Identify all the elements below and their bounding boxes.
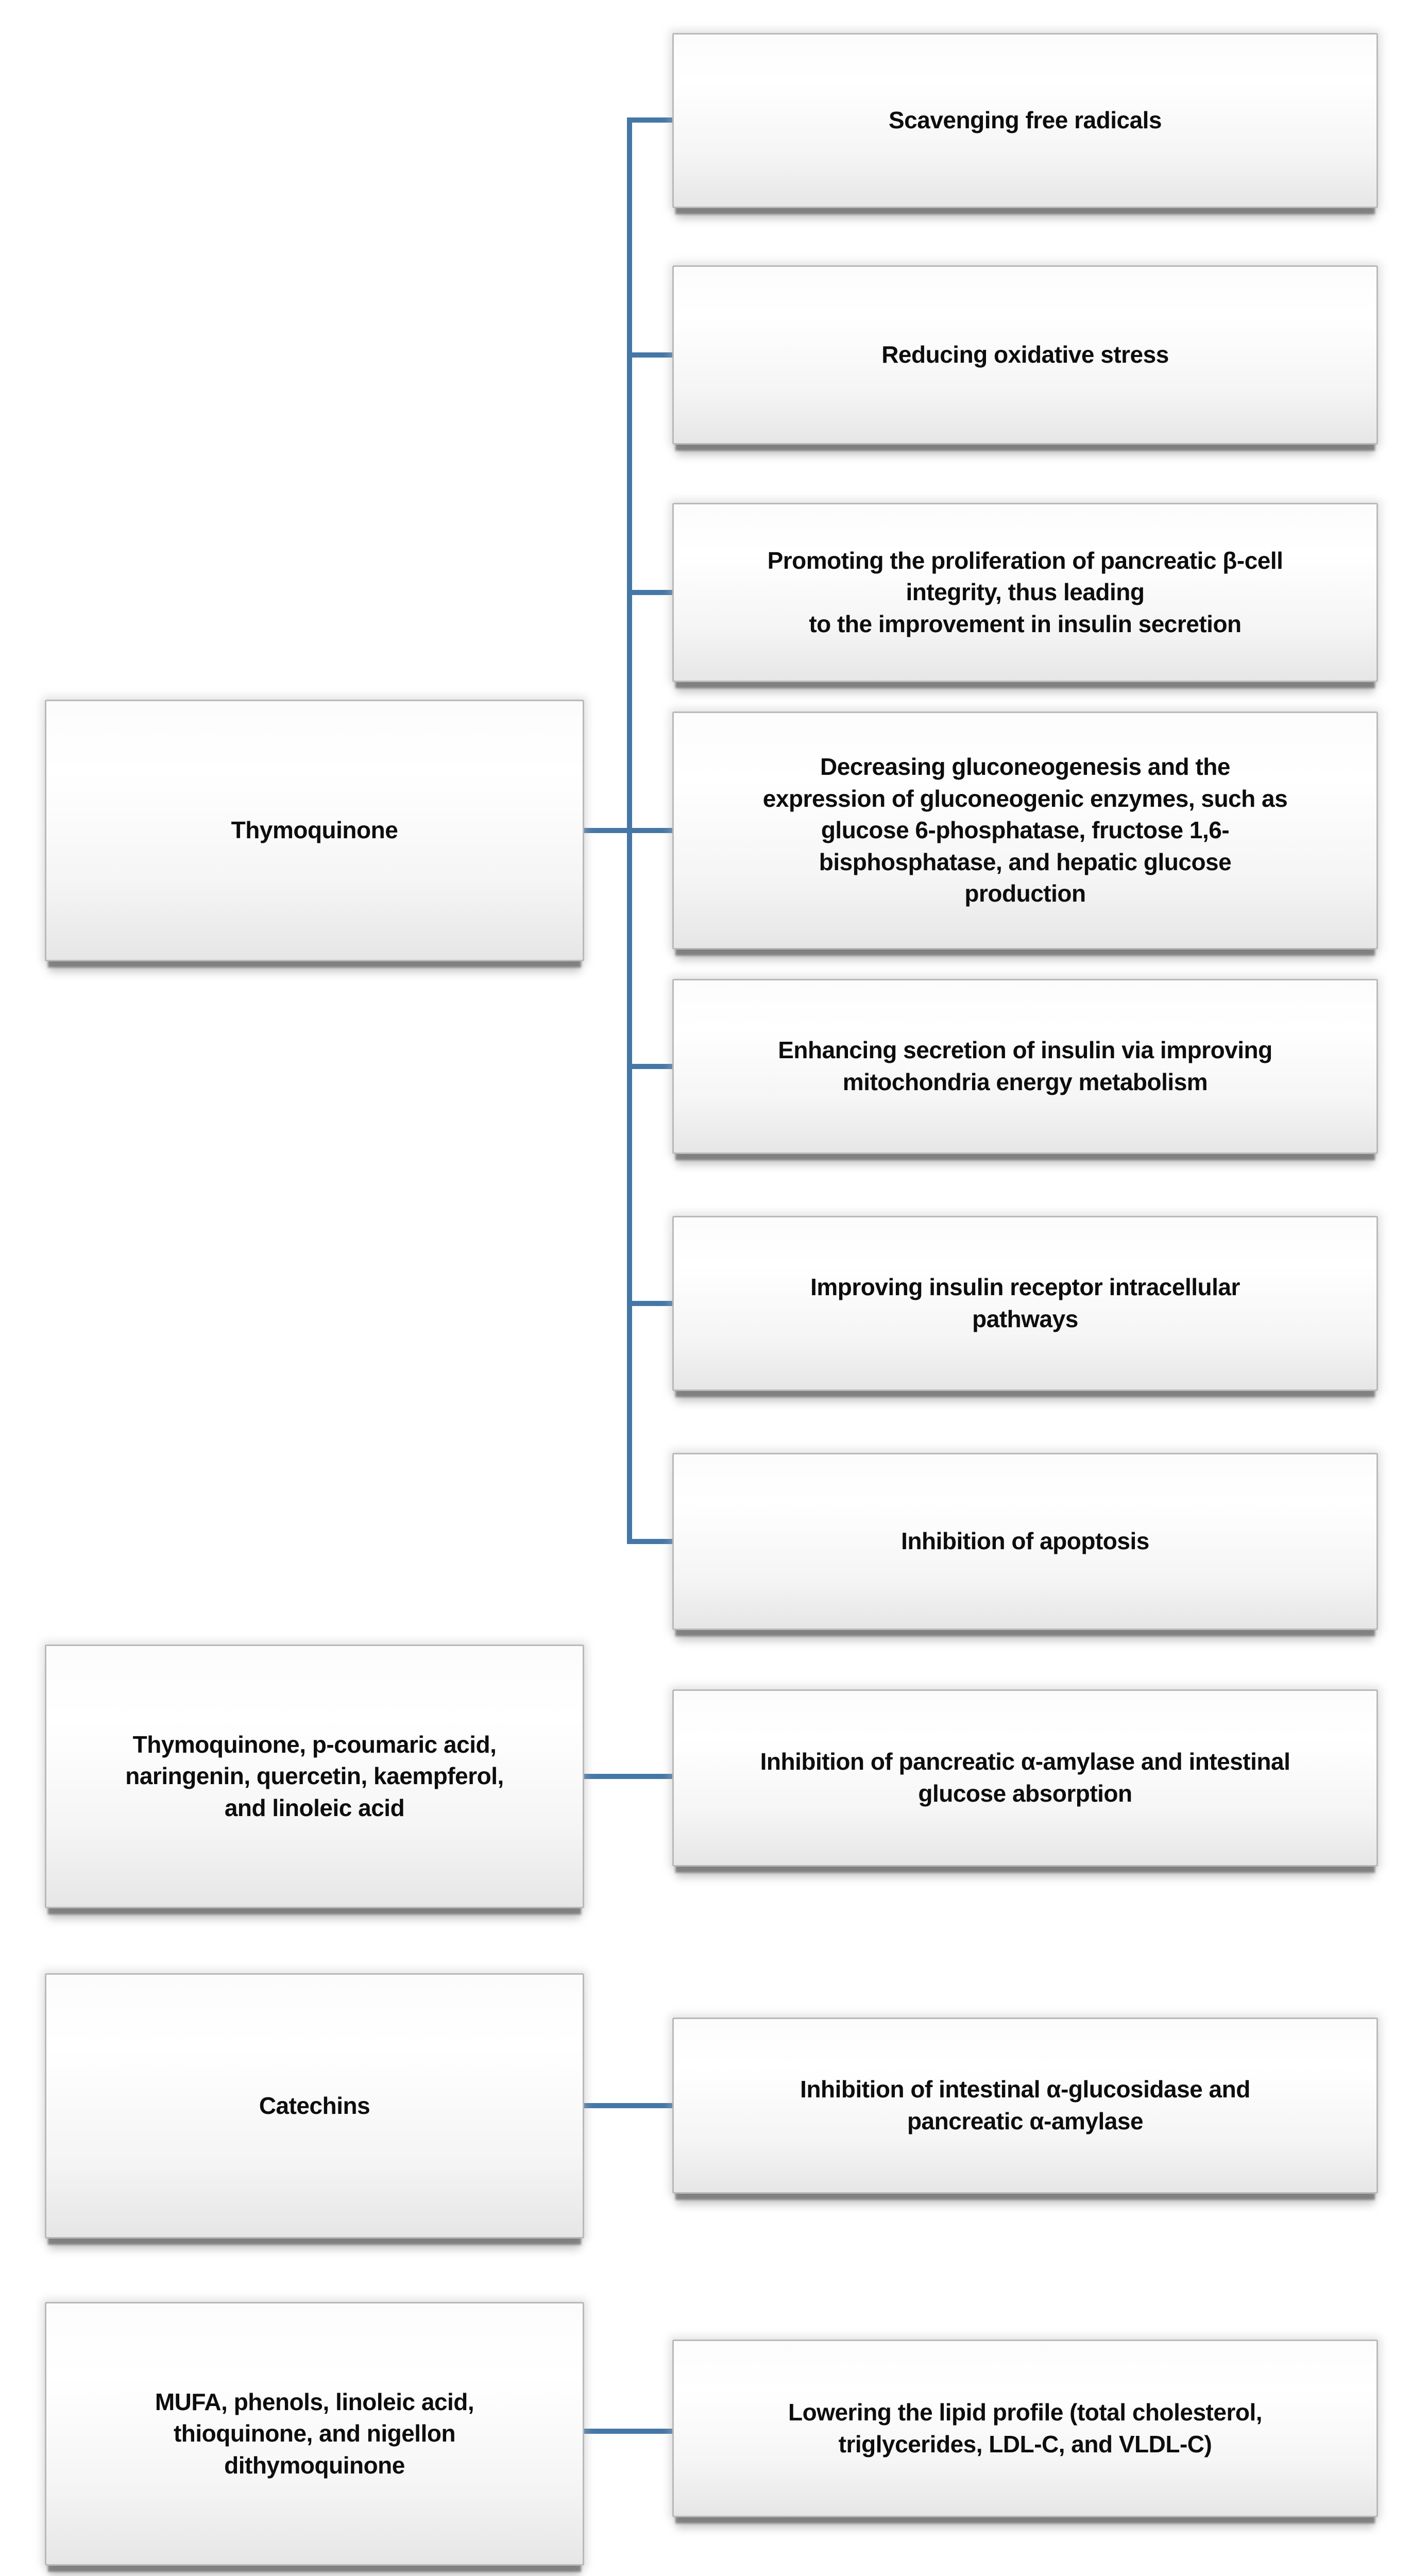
connector-stub-effect-2 <box>627 352 678 358</box>
node-effect-10-label: Lowering the lipid profile (total choles… <box>788 2398 1263 2458</box>
connector-stub-effect-6 <box>627 1301 678 1306</box>
node-effect-5-label: Enhancing secretion of insulin via impro… <box>778 1037 1272 1095</box>
node-mufa-mix-label: MUFA, phenols, linoleic acid, thioquinon… <box>155 2388 474 2479</box>
node-effect-8-label: Inhibition of pancreatic α-amylase and i… <box>760 1748 1290 1807</box>
node-thymoquinone-mix-label: Thymoquinone, p-coumaric acid, naringeni… <box>125 1731 504 1821</box>
connector-catechins-effect-9 <box>582 2103 678 2108</box>
node-effect-2-label: Reducing oxidative stress <box>881 341 1169 368</box>
node-effect-6: Improving insulin receptor intracellular… <box>672 1216 1378 1391</box>
node-effect-2: Reducing oxidative stress <box>672 265 1378 445</box>
node-effect-4-label: Decreasing gluconeogenesis and the expre… <box>762 753 1288 907</box>
connector-stub-effect-3 <box>627 590 678 595</box>
node-effect-8: Inhibition of pancreatic α-amylase and i… <box>672 1689 1378 1867</box>
connector-stub-effect-1 <box>627 117 678 123</box>
node-effect-6-label: Improving insulin receptor intracellular… <box>810 1274 1240 1332</box>
node-effect-3: Promoting the proliferation of pancreati… <box>672 503 1378 682</box>
node-effect-1-label: Scavenging free radicals <box>888 107 1162 134</box>
node-catechins: Catechins <box>45 1973 584 2239</box>
node-thymoquinone-mix: Thymoquinone, p-coumaric acid, naringeni… <box>45 1645 584 1908</box>
connector-stub-effect-7 <box>627 1539 678 1544</box>
node-effect-7: Inhibition of apoptosis <box>672 1453 1378 1630</box>
node-catechins-label: Catechins <box>259 2092 370 2119</box>
node-thymoquinone: Thymoquinone <box>45 700 584 961</box>
connector-thymoquinone-mix-effect-8 <box>582 1774 678 1779</box>
connector-stub-effect-5 <box>627 1064 678 1069</box>
node-effect-7-label: Inhibition of apoptosis <box>901 1528 1149 1555</box>
connector-thymoquinone-effect-4 <box>582 828 678 833</box>
node-effect-9: Inhibition of intestinal α-glucosidase a… <box>672 2018 1378 2194</box>
node-effect-1: Scavenging free radicals <box>672 33 1378 208</box>
node-thymoquinone-label: Thymoquinone <box>231 817 398 844</box>
node-effect-3-label: Promoting the proliferation of pancreati… <box>767 547 1283 637</box>
node-effect-10: Lowering the lipid profile (total choles… <box>672 2340 1378 2517</box>
node-effect-9-label: Inhibition of intestinal α-glucosidase a… <box>800 2076 1250 2134</box>
node-mufa-mix: MUFA, phenols, linoleic acid, thioquinon… <box>45 2302 584 2566</box>
connector-mufa-effect-10 <box>582 2429 678 2434</box>
node-effect-4: Decreasing gluconeogenesis and the expre… <box>672 711 1378 950</box>
node-effect-5: Enhancing secretion of insulin via impro… <box>672 979 1378 1154</box>
